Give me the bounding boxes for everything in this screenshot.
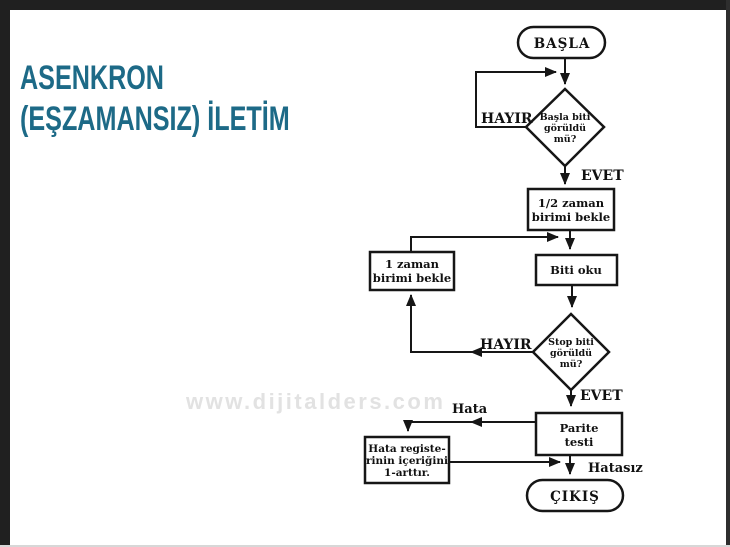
start-terminal-label: BAŞLA <box>534 36 591 52</box>
connector-no-loop-decision1 <box>475 67 557 128</box>
label-error: Hata <box>452 402 488 417</box>
process-half-time-line2: birimi bekle <box>532 210 610 224</box>
decision-stop-bit-line2: görüldü <box>550 348 592 359</box>
mid-arrowhead-left <box>470 347 482 357</box>
process-read-bit: Biti oku <box>534 253 619 287</box>
decision-start-bit-line3: mü? <box>554 134 577 145</box>
end-terminal: ÇIKIŞ <box>525 478 625 513</box>
process-half-time-line1: 1/2 zaman <box>538 196 605 210</box>
mid-arrowhead-left <box>470 417 482 427</box>
label-no-stop: HAYIR <box>480 337 532 353</box>
connector-onewait-to-mainline <box>410 232 559 252</box>
frame-left-bar <box>0 0 10 547</box>
label-no-error: Hatasız <box>588 461 643 476</box>
process-one-time-wait: 1 zaman birimi bekle <box>368 250 456 292</box>
frame-top-bar <box>0 0 730 10</box>
process-parity-line2: testi <box>565 435 594 449</box>
label-yes-stop: EVET <box>580 388 623 404</box>
start-terminal: BAŞLA <box>516 25 607 60</box>
decision-stop-bit: Stop biti görüldü mü? <box>531 312 611 392</box>
connector-parity-to-errorbox <box>403 417 535 432</box>
frame-bottom-line <box>0 545 730 547</box>
process-error-register-line3: 1-arttır. <box>384 467 430 479</box>
process-one-time-line1: 1 zaman <box>385 257 440 271</box>
end-terminal-label: ÇIKIŞ <box>550 489 600 505</box>
process-read-bit-label: Biti oku <box>550 263 602 277</box>
frame-right-bar <box>726 0 730 547</box>
process-parity-line1: Parite <box>560 421 599 435</box>
process-parity-test: Parite testi <box>534 411 624 457</box>
decision-start-bit: Başla biti görüldü mü? <box>524 87 606 168</box>
decision-stop-bit-line1: Stop biti <box>548 337 594 348</box>
watermark-text: www.dijitalders.com <box>186 389 446 414</box>
process-half-time-wait: 1/2 zaman birimi bekle <box>526 187 616 232</box>
decision-start-bit-line1: Başla biti <box>540 112 591 123</box>
slide-title-line2: (EŞZAMANSIZ) İLETİM <box>20 100 290 138</box>
label-no-start: HAYIR <box>481 111 533 127</box>
connector-no-loop-decision2 <box>406 294 533 357</box>
process-error-register-line2: rinin içeriğini <box>366 455 448 467</box>
slide-title: ASENKRON (EŞZAMANSIZ) İLETİM <box>20 58 385 140</box>
process-error-register: Hata registe- rinin içeriğini 1-arttır. <box>363 435 451 485</box>
decision-start-bit-line2: görüldü <box>544 123 586 134</box>
decision-stop-bit-line3: mü? <box>560 359 583 370</box>
process-one-time-line2: birimi bekle <box>373 271 451 285</box>
process-error-register-line1: Hata registe- <box>368 443 445 455</box>
slide-title-line1: ASENKRON <box>20 59 164 97</box>
label-yes-start: EVET <box>581 168 624 184</box>
